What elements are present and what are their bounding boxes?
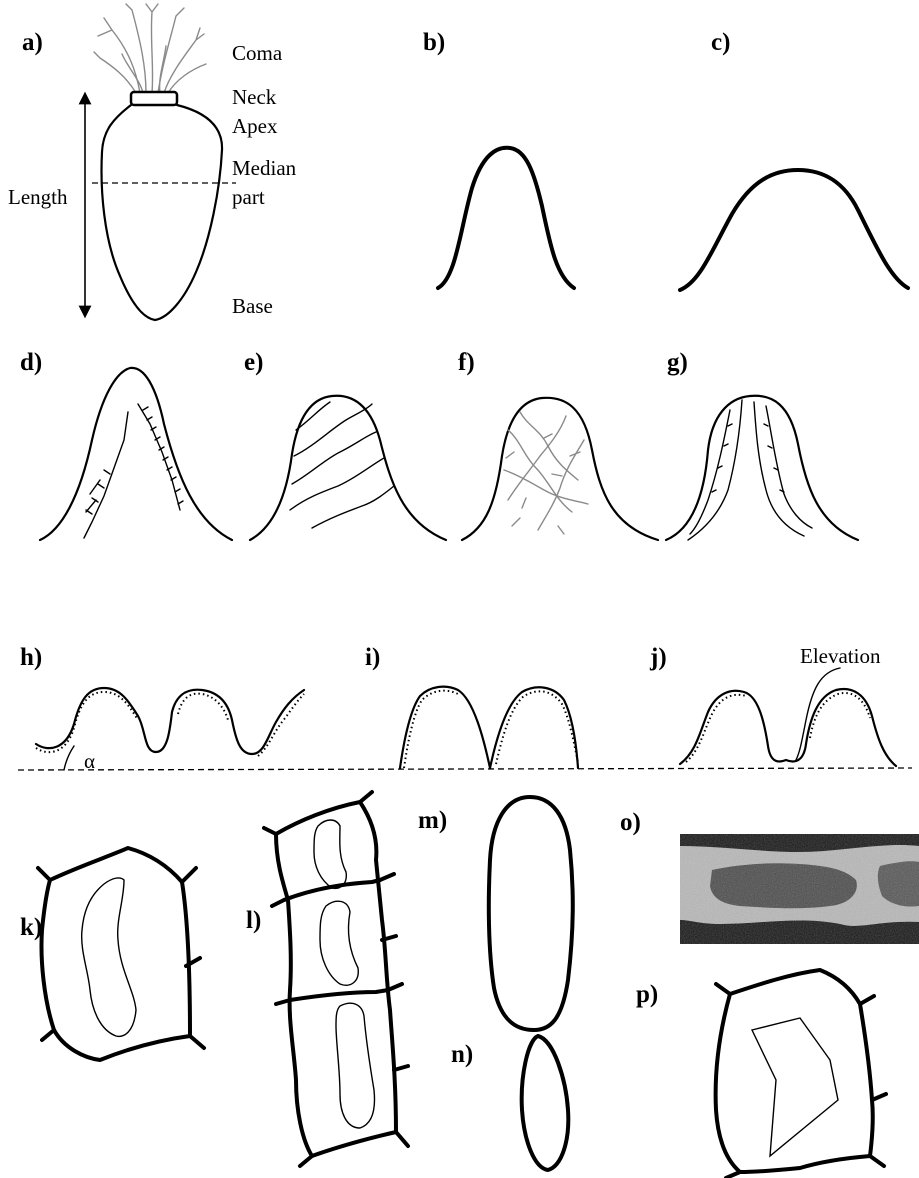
reticulate-pattern: [504, 412, 588, 534]
panel-e: e): [244, 349, 446, 540]
baseline: [18, 768, 912, 770]
panel-label-b: b): [423, 29, 445, 56]
panel-label-d: d): [20, 349, 42, 376]
undulating-profile: [36, 688, 304, 754]
wavy-profile: [250, 396, 446, 540]
wide-profile: [680, 170, 908, 290]
panel-label-p: p): [636, 981, 658, 1008]
micrograph: [680, 834, 919, 944]
label-base: Base: [232, 294, 273, 318]
panel-f: f): [458, 349, 658, 540]
panel-l: l): [246, 792, 408, 1166]
panel-label-f: f): [458, 349, 475, 376]
panel-d: d): [20, 349, 232, 540]
ridge-hairs: [84, 404, 183, 538]
fusiform-section: [522, 1036, 569, 1170]
label-coma: Coma: [232, 41, 283, 65]
panel-n: n): [451, 1036, 568, 1170]
neck-ring: [131, 92, 177, 105]
coma-hairs: [94, 4, 206, 93]
panel-label-o: o): [620, 809, 641, 836]
striate-profile: [666, 396, 858, 540]
panel-p: p): [636, 970, 886, 1178]
label-length: Length: [8, 185, 68, 209]
cell-k-wall: [42, 848, 191, 1060]
panel-c: c): [680, 29, 908, 290]
panel-o: o): [620, 809, 919, 944]
cell-l-wall: [276, 802, 396, 1156]
panel-label-g: g): [667, 349, 688, 376]
label-median: Median: [232, 156, 297, 180]
panel-label-l: l): [246, 907, 261, 934]
elliptical-section: [489, 797, 573, 1030]
panel-m: m): [418, 797, 573, 1030]
trichome-outline: [102, 105, 223, 320]
wavy-lines: [290, 402, 394, 528]
panel-i: i): [365, 644, 578, 768]
panel-g: g): [666, 349, 858, 540]
panel-label-n: n): [451, 1041, 473, 1068]
reticulate-profile: [462, 398, 658, 540]
elevated-profile: [680, 689, 896, 766]
elevation-pointer: [796, 668, 840, 760]
ridged-profile: [40, 368, 232, 540]
panel-label-c: c): [711, 29, 730, 56]
narrow-profile: [438, 148, 574, 288]
panel-label-j: j): [649, 644, 667, 671]
panel-label-e: e): [244, 349, 263, 376]
panel-label-a: a): [22, 29, 43, 56]
panel-a: a) Coma Neck Apex Median part Length Bas…: [8, 4, 297, 320]
panel-b: b): [423, 29, 574, 288]
cell-p-wall: [716, 970, 873, 1172]
alpha-arc: [64, 746, 74, 770]
panel-label-m: m): [418, 807, 447, 834]
label-part: part: [232, 185, 265, 209]
panel-label-h: h): [20, 644, 42, 671]
conical-pair-dots: [404, 691, 578, 768]
panel-k: k): [20, 848, 204, 1060]
panel-label-i: i): [365, 644, 380, 671]
panel-h: h) α: [20, 644, 304, 773]
conical-pair-profile: [400, 687, 578, 768]
label-elevation: Elevation: [800, 644, 881, 668]
label-apex: Apex: [232, 114, 278, 138]
panel-j: j) Elevation: [649, 644, 896, 766]
label-neck: Neck: [232, 85, 277, 109]
panel-label-k: k): [20, 914, 42, 941]
